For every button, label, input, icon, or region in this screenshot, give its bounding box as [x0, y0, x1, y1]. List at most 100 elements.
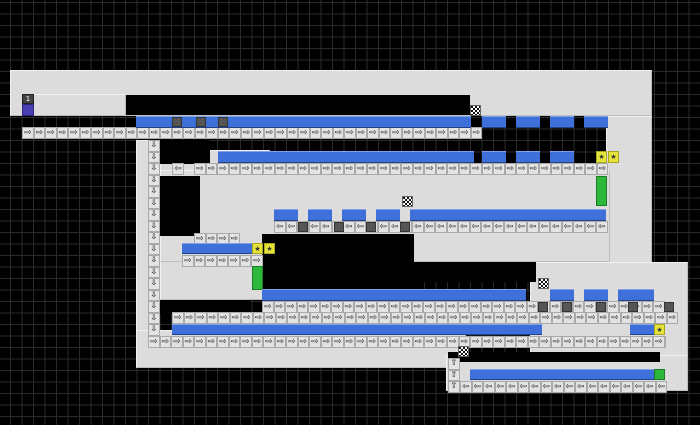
conveyor-right: ⇨	[228, 163, 240, 175]
conveyor-right-arrow: ⇨	[460, 127, 469, 138]
conveyor-right: ⇨	[320, 163, 332, 175]
conveyor-right-arrow: ⇨	[380, 127, 389, 138]
conveyor-right-arrow: ⇨	[610, 312, 619, 323]
conveyor-right: ⇨	[573, 163, 585, 175]
conveyor-right-arrow: ⇨	[263, 301, 272, 312]
conveyor-right: ⇨	[597, 312, 609, 324]
conveyor-down-arrow: ⇩	[150, 151, 158, 162]
conveyor-left-arrow: ⇦	[645, 381, 654, 392]
conveyor-right-arrow: ⇨	[575, 336, 584, 347]
conveyor-right-arrow: ⇨	[322, 336, 331, 347]
conveyor-right-arrow: ⇨	[252, 255, 261, 266]
conveyor-right: ⇨	[263, 127, 275, 139]
conveyor-right: ⇨	[182, 336, 194, 348]
conveyor-right: ⇨	[297, 163, 309, 175]
conveyor-right-arrow: ⇨	[230, 336, 239, 347]
conveyor-left: ⇦	[285, 221, 297, 233]
conveyor-right: ⇨	[540, 312, 552, 324]
conveyor-left: ⇦	[538, 221, 550, 233]
water-lane-3d	[376, 209, 400, 221]
conveyor-right: ⇨	[379, 312, 391, 324]
conveyor-right: ⇨	[482, 312, 494, 324]
conveyor-right: ⇨	[573, 336, 585, 348]
conveyor-right: ⇨	[263, 163, 275, 175]
conveyor-left: ⇦	[446, 221, 458, 233]
conveyor-right: ⇨	[448, 312, 460, 324]
conveyor-left: ⇦	[584, 221, 596, 233]
conveyor-right-arrow: ⇨	[184, 127, 193, 138]
conveyor-right: ⇨	[321, 312, 333, 324]
conveyor-right-arrow: ⇨	[346, 312, 355, 323]
conveyor-right: ⇨	[620, 312, 632, 324]
conveyor-right: ⇨	[424, 127, 436, 139]
conveyor-left-arrow: ⇦	[634, 381, 643, 392]
conveyor-right-arrow: ⇨	[472, 127, 481, 138]
conveyor-left: ⇦	[655, 381, 667, 393]
conveyor-left: ⇦	[515, 221, 527, 233]
conveyor-right-arrow: ⇨	[196, 312, 205, 323]
conveyor-right-arrow: ⇨	[585, 301, 594, 312]
conveyor-left-arrow: ⇦	[622, 381, 631, 392]
conveyor-left-arrow: ⇦	[448, 221, 457, 232]
conveyor-down-arrow: ⇩	[150, 266, 158, 277]
conveyor-left-arrow: ⇦	[321, 221, 330, 232]
conveyor-right: ⇨	[401, 127, 413, 139]
conveyor-right: ⇨	[241, 312, 253, 324]
conveyor-up-arrow: ⇧	[450, 358, 458, 369]
conveyor-left-arrow: ⇦	[542, 381, 551, 392]
conveyor-down: ⇩	[148, 289, 160, 301]
conveyor-right: ⇨	[344, 127, 356, 139]
checkered-goal	[538, 278, 549, 289]
conveyor-right-arrow: ⇨	[241, 255, 250, 266]
conveyor-right-arrow: ⇨	[311, 312, 320, 323]
conveyor-left: ⇦	[504, 221, 516, 233]
conveyor-right-arrow: ⇨	[529, 163, 538, 174]
conveyor-right: ⇨	[527, 163, 539, 175]
conveyor-down-arrow: ⇩	[150, 174, 158, 185]
conveyor-right: ⇨	[195, 312, 207, 324]
conveyor-right: ⇨	[332, 127, 344, 139]
conveyor-left: ⇦	[632, 381, 644, 393]
conveyor-down: ⇩	[148, 266, 160, 278]
conveyor-right-arrow: ⇨	[253, 336, 262, 347]
conveyor-right: ⇨	[79, 127, 91, 139]
key-tile: ★	[264, 243, 275, 254]
conveyor-right-arrow: ⇨	[206, 255, 215, 266]
gear-block	[628, 302, 638, 312]
conveyor-right-arrow: ⇨	[608, 301, 617, 312]
conveyor-right-arrow: ⇨	[127, 127, 136, 138]
conveyor-right-arrow: ⇨	[552, 336, 561, 347]
switch-tile	[252, 266, 263, 290]
conveyor-right: ⇨	[114, 127, 126, 139]
conveyor-right-arrow: ⇨	[459, 301, 468, 312]
conveyor-down-arrow: ⇩	[150, 255, 158, 266]
conveyor-right-arrow: ⇨	[541, 312, 550, 323]
conveyor-right: ⇨	[274, 163, 286, 175]
conveyor-right: ⇨	[378, 336, 390, 348]
conveyor-left-arrow: ⇦	[551, 221, 560, 232]
conveyor-right: ⇨	[321, 127, 333, 139]
conveyor-right-arrow: ⇨	[507, 312, 516, 323]
conveyor-down: ⇩	[148, 255, 160, 267]
conveyor-right-arrow: ⇨	[379, 163, 388, 174]
conveyor-right-arrow: ⇨	[414, 163, 423, 174]
conveyor-right: ⇨	[240, 163, 252, 175]
conveyor-down: ⇩	[148, 312, 160, 324]
conveyor-right-arrow: ⇨	[415, 312, 424, 323]
key-icon: ★	[266, 244, 273, 253]
conveyor-right-arrow: ⇨	[253, 163, 262, 174]
water-lane-3a	[274, 209, 298, 221]
conveyor-right: ⇨	[574, 312, 586, 324]
water-lane-top	[136, 116, 471, 128]
conveyor-down-arrow: ⇩	[150, 243, 158, 254]
conveyor-right-arrow: ⇨	[345, 127, 354, 138]
conveyor-right-arrow: ⇨	[264, 163, 273, 174]
conveyor-right: ⇨	[551, 312, 563, 324]
conveyor-right: ⇨	[297, 336, 309, 348]
switch-tile	[596, 176, 607, 206]
conveyor-right-arrow: ⇨	[218, 163, 227, 174]
conveyor-right-arrow: ⇨	[643, 301, 652, 312]
conveyor-right-arrow: ⇨	[668, 312, 677, 323]
gap-lower-left	[160, 300, 250, 314]
conveyor-right-arrow: ⇨	[150, 127, 159, 138]
